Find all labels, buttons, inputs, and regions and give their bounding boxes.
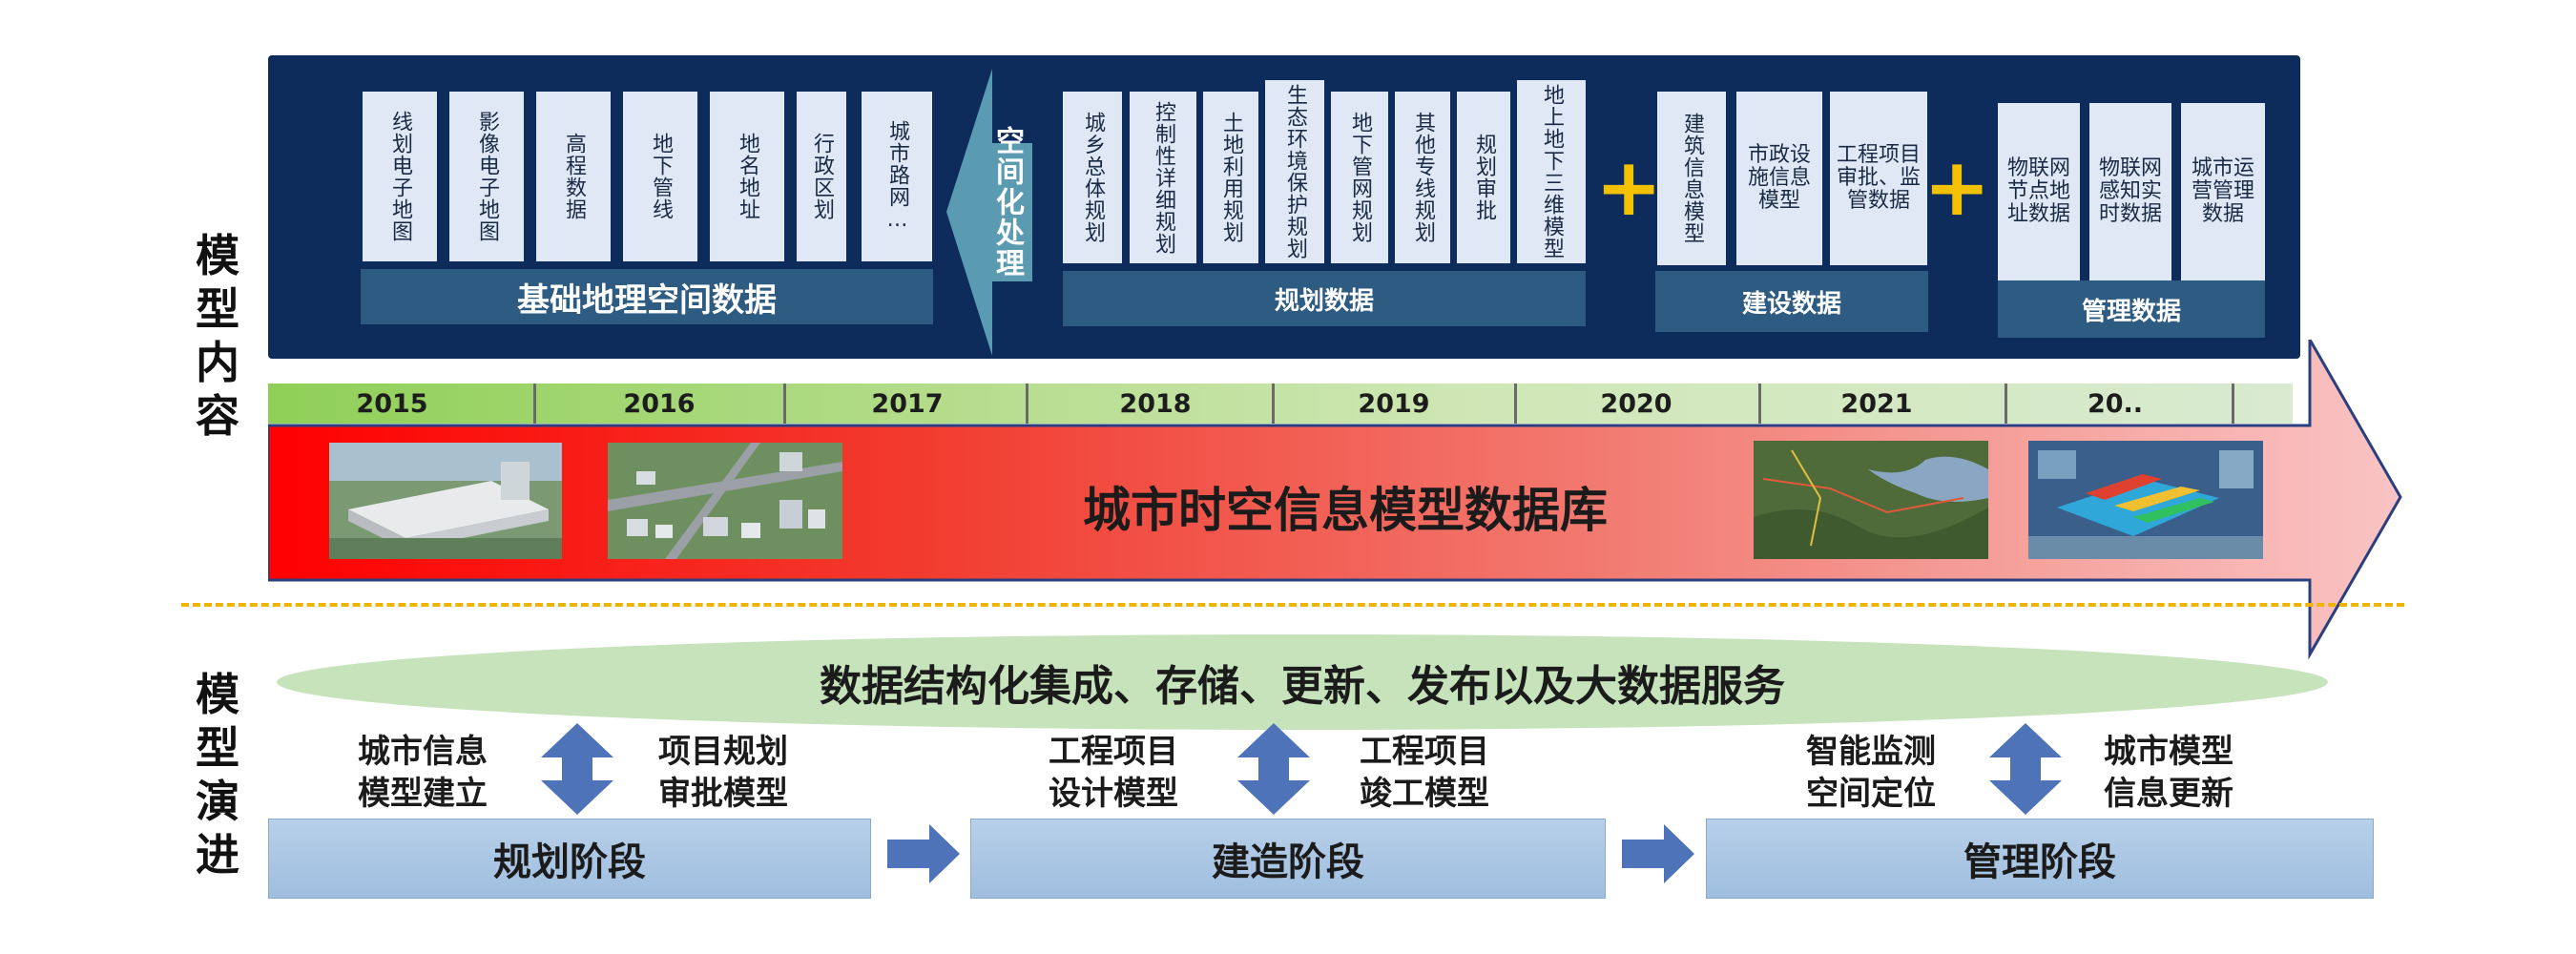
card-road-network: 城市路网… bbox=[862, 92, 932, 261]
timeline-tick bbox=[1514, 384, 1517, 424]
year-2017: 2017 bbox=[871, 388, 944, 419]
year-2020: 2020 bbox=[1600, 388, 1672, 419]
photo-3d-heatmap bbox=[2028, 441, 2263, 559]
process-arrow bbox=[946, 69, 1032, 356]
stage-planning: 规划阶段 bbox=[268, 819, 871, 899]
plus-icon-1: + bbox=[1595, 140, 1663, 234]
year-2015: 2015 bbox=[356, 388, 428, 419]
year-2021: 2021 bbox=[1840, 388, 1913, 419]
card-place-address: 地名地址 bbox=[710, 92, 784, 261]
stage2-double-arrow bbox=[1237, 723, 1310, 815]
timeline-tick bbox=[533, 384, 536, 424]
band-basic-geo: 基础地理空间数据 bbox=[361, 269, 933, 324]
card-admin-region: 行政区划 bbox=[797, 92, 846, 261]
card-project-approval-data: 工程项目审批、监管数据 bbox=[1830, 92, 1927, 265]
stage-management: 管理阶段 bbox=[1706, 819, 2374, 899]
photo-building bbox=[329, 443, 562, 559]
band-planning: 规划数据 bbox=[1063, 271, 1586, 326]
card-iot-realtime: 物联网感知实时数据 bbox=[2089, 103, 2171, 280]
year-2018: 2018 bbox=[1119, 388, 1192, 419]
data-service-ellipse: 数据结构化集成、存储、更新、发布以及大数据服务 bbox=[277, 634, 2328, 730]
photo-satellite-map bbox=[1754, 441, 1988, 559]
plus-icon-2: + bbox=[1923, 140, 1991, 234]
card-detailed-plan: 控制性详细规划 bbox=[1130, 92, 1196, 263]
timeline-bar: 2015 2016 2017 2018 2019 2020 2021 20.. bbox=[268, 384, 2293, 424]
side-label-evolution: 模型演进 bbox=[196, 669, 239, 881]
card-land-use-plan: 土地利用规划 bbox=[1203, 92, 1258, 263]
band-management: 管理数据 bbox=[1998, 280, 2265, 338]
side-label-content: 模型内容 bbox=[196, 230, 239, 442]
stage2-right-text: 工程项目竣工模型 bbox=[1360, 733, 1489, 813]
timeline-tick bbox=[1758, 384, 1761, 424]
card-city-operation: 城市运营管理数据 bbox=[2181, 103, 2265, 280]
year-20xx: 20.. bbox=[2087, 388, 2144, 419]
card-elevation: 高程数据 bbox=[536, 92, 611, 261]
year-2016: 2016 bbox=[623, 388, 696, 419]
stage1-double-arrow bbox=[541, 723, 613, 815]
timeline-tick bbox=[783, 384, 786, 424]
card-special-plan: 其他专线规划 bbox=[1395, 92, 1450, 263]
stage2-left-text: 工程项目设计模型 bbox=[1049, 733, 1178, 813]
section-divider bbox=[181, 603, 2404, 607]
database-arrow bbox=[268, 340, 2402, 660]
card-vector-map: 线划电子地图 bbox=[363, 92, 437, 261]
card-iot-node-address: 物联网节点地址数据 bbox=[1998, 103, 2080, 280]
timeline-tick bbox=[1026, 384, 1028, 424]
stage1-right-text: 项目规划审批模型 bbox=[658, 733, 788, 813]
card-eco-plan: 生态环境保护规划 bbox=[1265, 80, 1324, 263]
card-pipelines: 地下管线 bbox=[623, 92, 697, 261]
card-bim: 建筑信息模型 bbox=[1657, 92, 1726, 265]
stage3-double-arrow bbox=[1989, 723, 2062, 815]
stage1-left-text: 城市信息模型建立 bbox=[358, 733, 488, 813]
process-label: 空间化处理 bbox=[990, 126, 1024, 279]
database-title: 城市时空信息模型数据库 bbox=[1083, 483, 1608, 538]
timeline-tick bbox=[2232, 384, 2234, 424]
stage3-left-text: 智能监测空间定位 bbox=[1806, 733, 1936, 813]
band-construction: 建设数据 bbox=[1655, 271, 1928, 332]
card-municipal-model: 市政设施信息模型 bbox=[1736, 92, 1822, 265]
photo-city-blocks bbox=[608, 443, 842, 559]
stage-arrow-1 bbox=[887, 824, 960, 883]
stage-construction: 建造阶段 bbox=[970, 819, 1606, 899]
card-3d-model: 地上地下三维模型 bbox=[1517, 80, 1586, 263]
card-pipe-network-plan: 地下管网规划 bbox=[1331, 92, 1388, 263]
stage-arrow-2 bbox=[1622, 824, 1694, 883]
stage3-right-text: 城市模型信息更新 bbox=[2104, 733, 2233, 813]
card-plan-approval: 规划审批 bbox=[1457, 92, 1510, 263]
timeline-tick bbox=[1272, 384, 1275, 424]
card-urban-master-plan: 城乡总体规划 bbox=[1063, 92, 1122, 263]
year-2019: 2019 bbox=[1358, 388, 1430, 419]
timeline-tick bbox=[2005, 384, 2007, 424]
card-image-map: 影像电子地图 bbox=[449, 92, 524, 261]
